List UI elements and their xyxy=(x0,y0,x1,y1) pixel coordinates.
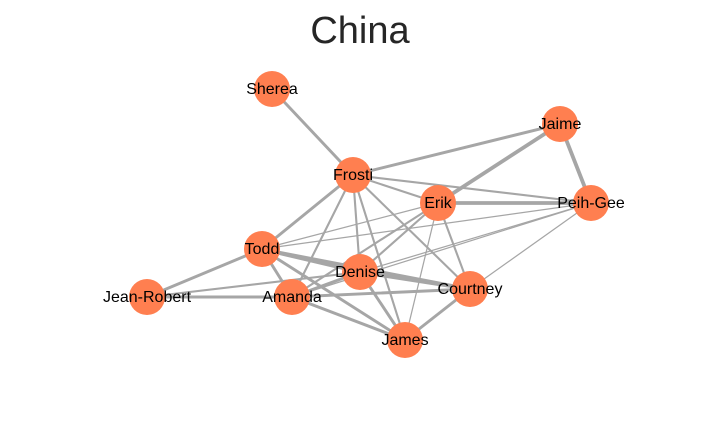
edge-amanda-courtney xyxy=(290,287,472,299)
edge-erik-todd xyxy=(261,202,439,250)
node-label-todd: Todd xyxy=(245,241,280,258)
node-label-jaime: Jaime xyxy=(539,116,582,133)
node-sherea xyxy=(254,71,290,107)
edge-amanda-peihgee xyxy=(291,202,592,298)
edge-frosti-peihgee xyxy=(351,173,593,205)
edge-erik-james xyxy=(404,202,439,341)
node-amanda xyxy=(274,279,310,315)
node-label-peihgee: Peih-Gee xyxy=(557,195,625,212)
node-james xyxy=(387,322,423,358)
edge-courtney-peihgee xyxy=(469,202,592,290)
node-courtney xyxy=(452,271,488,307)
node-label-courtney: Courtney xyxy=(438,281,503,298)
node-jeanrobert xyxy=(129,279,165,315)
node-erik xyxy=(420,185,456,221)
edge-sherea-frosti xyxy=(270,87,355,177)
edge-erik-amanda xyxy=(290,201,440,299)
edge-frosti-james xyxy=(351,173,407,342)
node-denise xyxy=(342,254,378,290)
node-label-james: James xyxy=(381,332,428,349)
node-label-denise: Denise xyxy=(335,264,385,281)
node-todd xyxy=(244,231,280,267)
node-frosti xyxy=(335,157,371,193)
node-label-sherea: Sherea xyxy=(246,81,298,98)
node-label-erik: Erik xyxy=(424,195,453,212)
edge-jaime-erik xyxy=(436,122,562,205)
edge-denise-courtney xyxy=(358,270,472,291)
node-label-jeanrobert: Jean-Robert xyxy=(103,289,192,306)
edge-denise-jeanrobert xyxy=(145,270,362,299)
node-label-amanda: Amanda xyxy=(262,289,322,306)
edge-frosti-todd xyxy=(260,173,355,251)
node-peihgee xyxy=(573,185,609,221)
edge-frosti-amanda xyxy=(290,173,355,299)
edge-todd-jeanrobert xyxy=(145,247,264,299)
edge-layer xyxy=(145,87,593,342)
edge-frosti-jaime xyxy=(351,122,562,177)
edge-amanda-james xyxy=(290,295,407,342)
edge-frosti-courtney xyxy=(351,173,472,291)
edge-todd-peihgee xyxy=(261,202,592,250)
graph-title: China xyxy=(310,10,410,52)
node-label-frosti: Frosti xyxy=(333,167,373,184)
node-jaime xyxy=(542,106,578,142)
